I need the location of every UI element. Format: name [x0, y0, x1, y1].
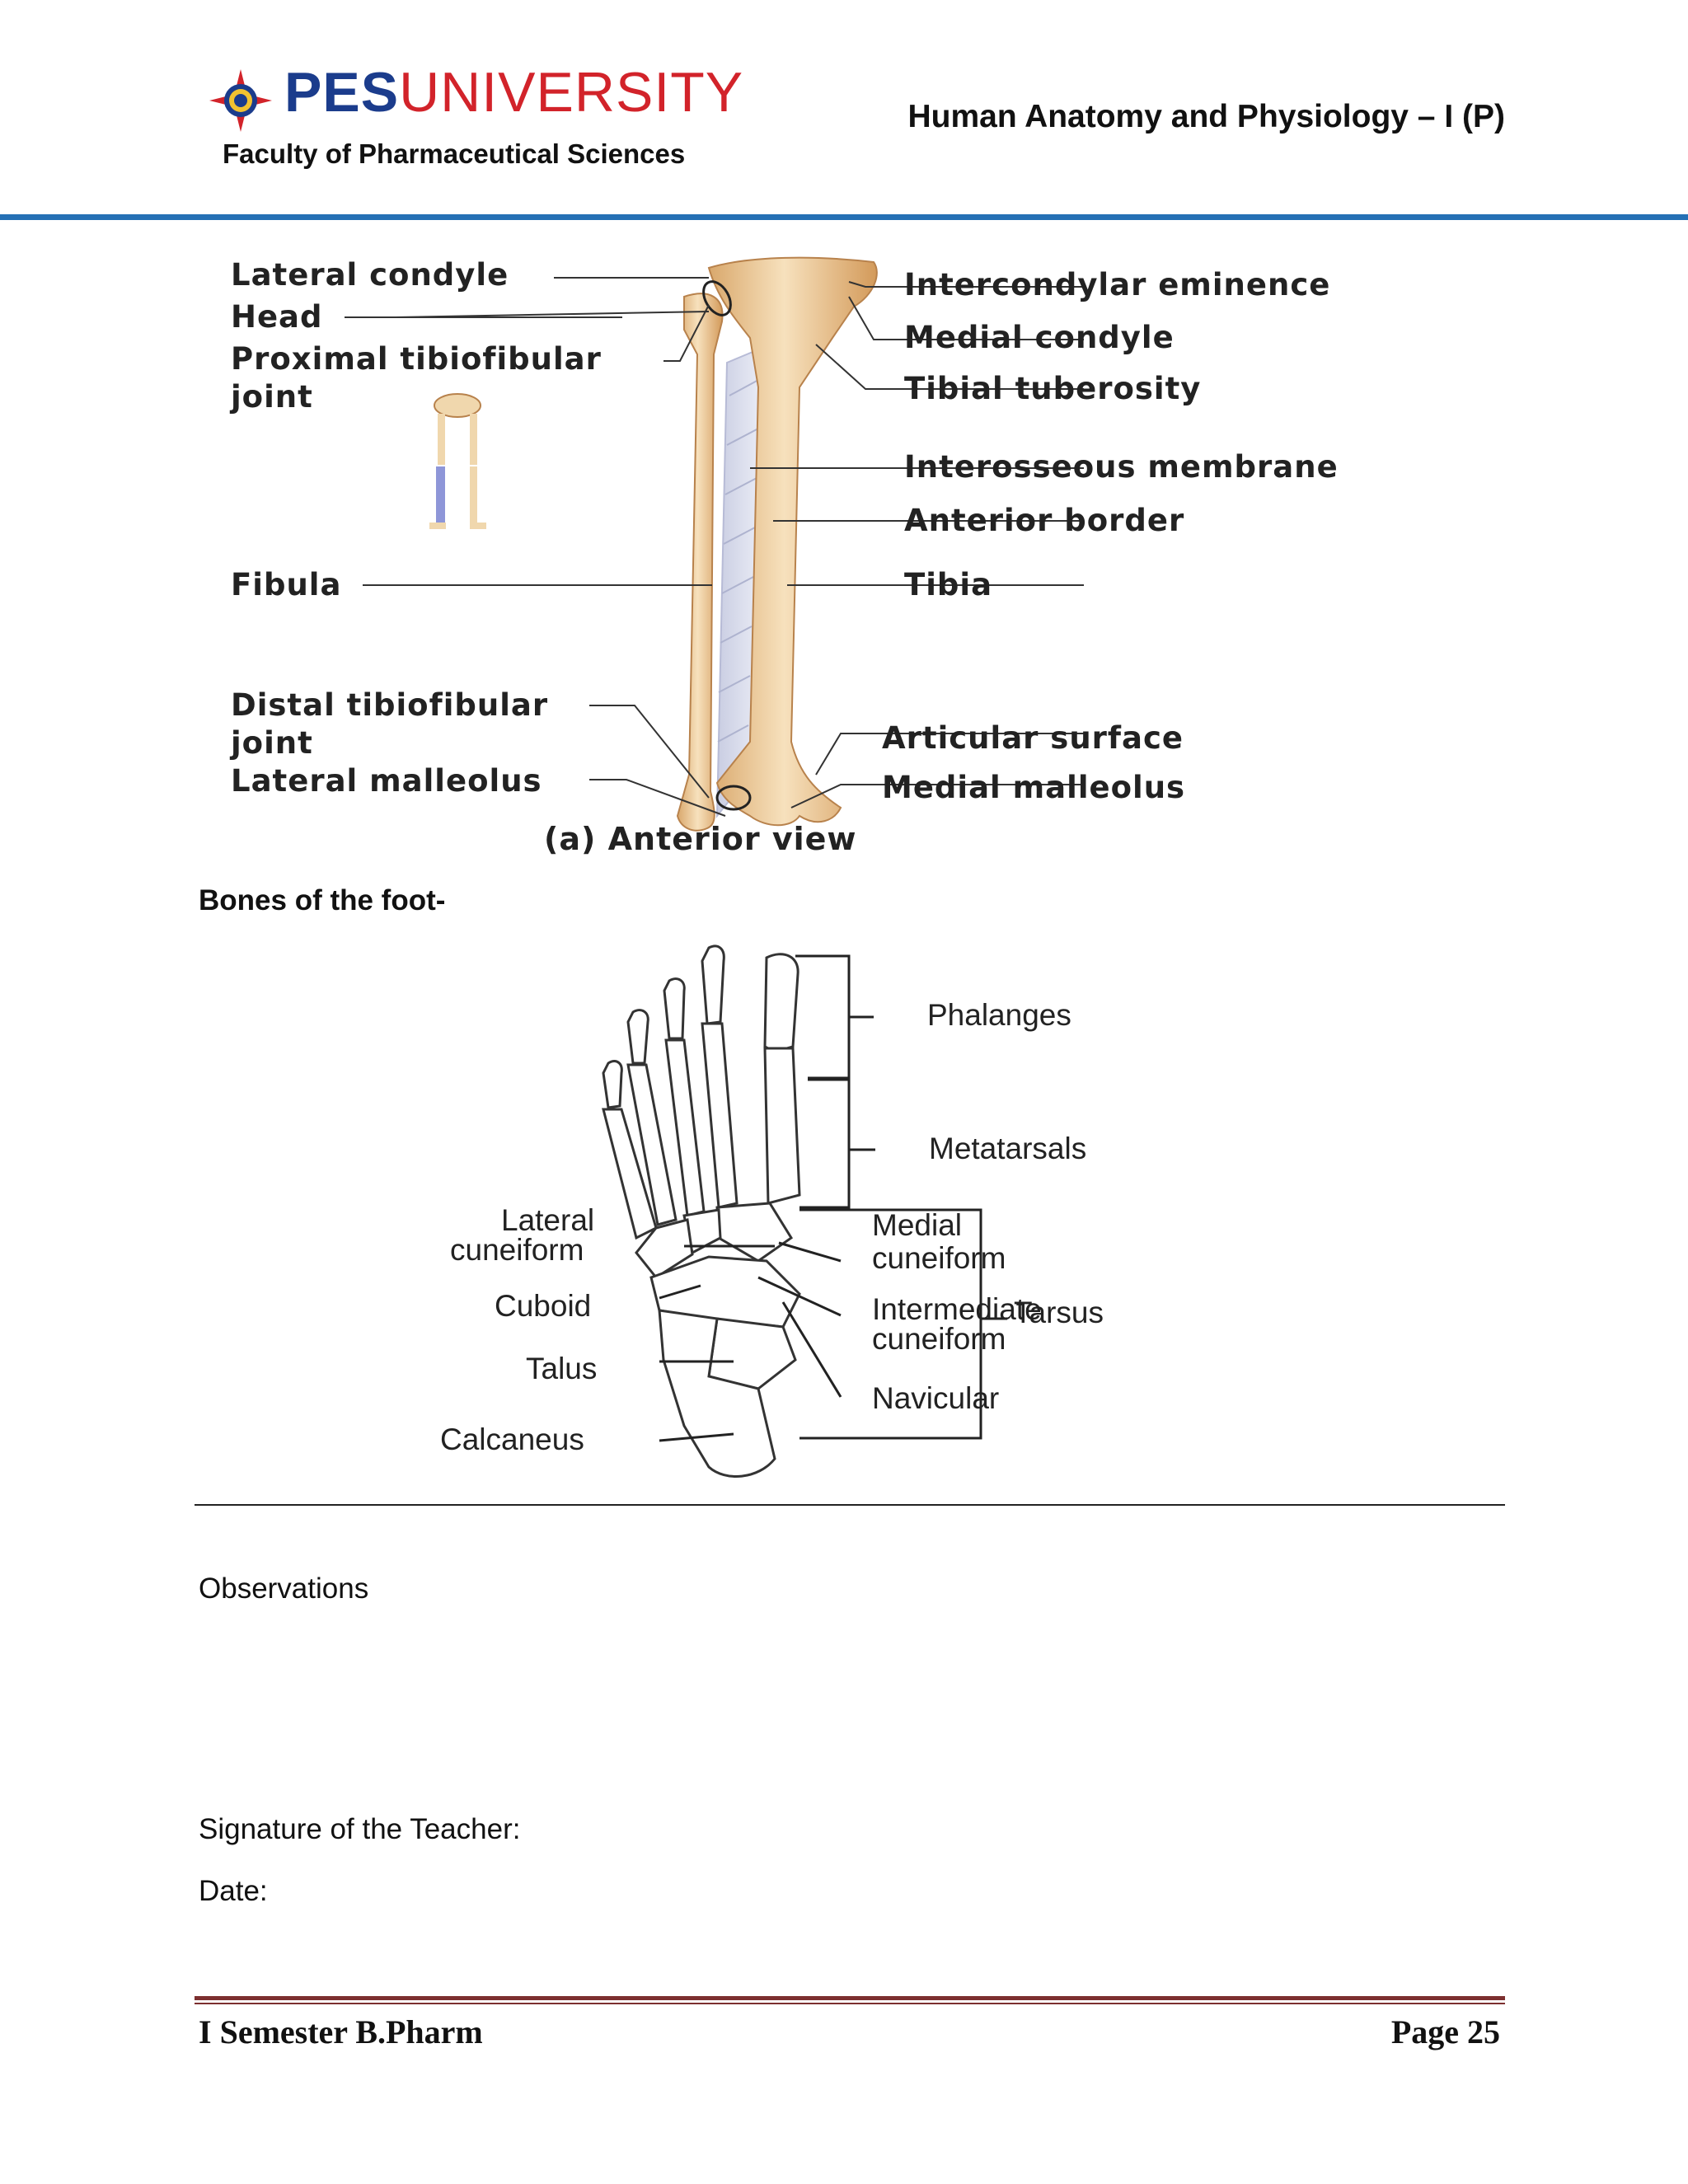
footer-semester: I Semester B.Pharm: [199, 2013, 483, 2050]
label-tibia: Tibia: [904, 567, 993, 602]
label-proximal-joint-1: Proximal tibiofibular: [231, 341, 602, 377]
label-intercondylar-eminence: Intercondylar eminence: [904, 267, 1331, 302]
label-interosseous-membrane: Interosseous membrane: [904, 449, 1339, 485]
label-tarsus: Tarsus: [1014, 1296, 1104, 1329]
course-title: Human Anatomy and Physiology – I (P): [907, 99, 1506, 134]
label-phalanges: Phalanges: [927, 998, 1071, 1032]
label-navicular: Navicular: [872, 1381, 1000, 1415]
label-fibula: Fibula: [231, 567, 342, 602]
label-tibial-tuberosity: Tibial tuberosity: [904, 371, 1202, 406]
footer-rule-thick: [195, 1996, 1505, 2000]
university-logo-icon: [209, 69, 272, 132]
label-proximal-joint-2: joint: [231, 379, 313, 415]
brand-rest: UNIVERSITY: [399, 61, 744, 124]
label-anterior-border: Anterior border: [904, 503, 1185, 538]
label-lateral-cuneiform-2: cuneiform: [450, 1233, 584, 1267]
figure-caption: (a) Anterior view: [544, 821, 857, 857]
brand-bold: PES: [284, 61, 400, 124]
label-intermediate-cuneiform-2: cuneiform: [872, 1322, 1006, 1356]
label-calcaneus: Calcaneus: [440, 1422, 584, 1456]
label-medial-cuneiform-2: cuneiform: [872, 1241, 1006, 1275]
label-distal-joint-1: Distal tibiofibular: [231, 687, 549, 723]
signature-label: Signature of the Teacher:: [199, 1813, 521, 1845]
tibia-fibula-figure: Lateral condyle Head Proximal tibiofibul…: [223, 247, 1442, 865]
foot-bones-illustration: [602, 944, 1007, 1478]
date-label: Date:: [199, 1875, 268, 1907]
label-medial-condyle: Medial condyle: [904, 320, 1175, 355]
label-talus: Talus: [526, 1352, 598, 1385]
section-divider: [195, 1504, 1505, 1506]
label-intermediate-cuneiform-1: Intermediate: [872, 1292, 1042, 1326]
footer-rule-thin: [195, 2003, 1505, 2004]
tibia-fibula-illustration: [345, 256, 1084, 832]
header-rule: [0, 214, 1688, 220]
label-lateral-malleolus: Lateral malleolus: [231, 763, 542, 799]
label-lateral-condyle: Lateral condyle: [231, 257, 509, 293]
label-lateral-cuneiform-1: Lateral: [501, 1203, 595, 1237]
foot-bones-figure: Phalanges Metatarsals Lateral cuneiform …: [412, 931, 1302, 1492]
label-metatarsals: Metatarsals: [929, 1132, 1087, 1165]
label-medial-cuneiform-1: Medial: [872, 1208, 962, 1242]
university-name: PESUNIVERSITY: [284, 64, 743, 120]
label-distal-joint-2: joint: [231, 725, 313, 761]
footer-page-number: Page 25: [1390, 2013, 1500, 2050]
label-articular-surface: Articular surface: [882, 720, 1184, 756]
label-medial-malleolus: Medial malleolus: [882, 770, 1186, 805]
faculty-name: Faculty of Pharmaceutical Sciences: [223, 138, 686, 169]
section-heading: Bones of the foot-: [199, 884, 446, 916]
label-head: Head: [231, 299, 323, 335]
label-cuboid: Cuboid: [495, 1289, 592, 1323]
observations-label: Observations: [199, 1572, 369, 1605]
